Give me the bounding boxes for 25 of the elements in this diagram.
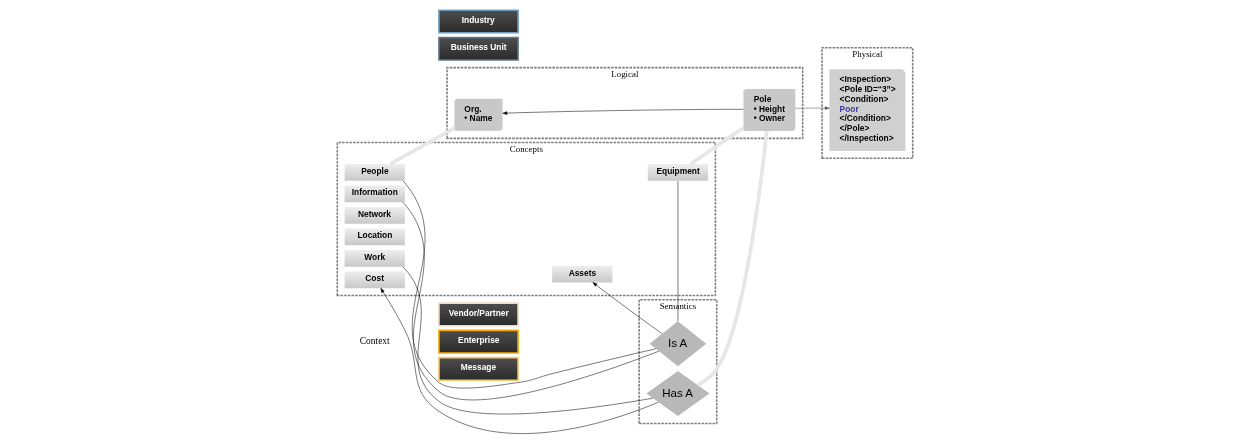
node-box: Assets (552, 265, 613, 283)
node-diamond: Has A (646, 371, 710, 417)
connector (402, 180, 657, 389)
connector (696, 130, 769, 387)
node-box: Industry (438, 9, 519, 34)
arrow (795, 106, 830, 110)
arrow (380, 288, 659, 434)
node-box: Location (344, 228, 405, 246)
node-box: Network (344, 207, 405, 224)
arrow (502, 109, 744, 115)
node-box: Information (344, 185, 405, 203)
connector (402, 202, 660, 400)
node-box: Business Unit (438, 36, 519, 61)
connector (689, 126, 745, 166)
connector (389, 126, 456, 166)
node-box: Equipment (647, 164, 709, 181)
label: Context (359, 335, 390, 346)
node-box: Vendor/Partner (438, 302, 519, 327)
node-box: People (344, 164, 405, 181)
node-box: Cost (344, 271, 405, 289)
node-box: Work (344, 249, 405, 267)
node-box: Enterprise (438, 329, 519, 354)
arrow (592, 282, 663, 334)
node-box: Message (438, 356, 519, 381)
node-diamond: Is A (649, 321, 707, 367)
